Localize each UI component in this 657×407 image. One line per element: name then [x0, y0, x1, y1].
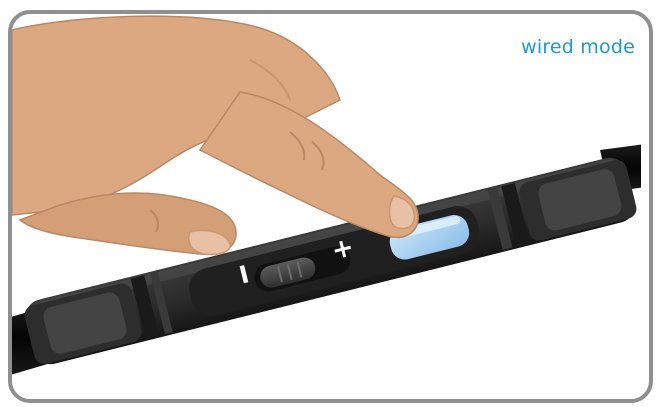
mode-caption: wired mode	[521, 36, 635, 58]
hand	[12, 16, 418, 254]
